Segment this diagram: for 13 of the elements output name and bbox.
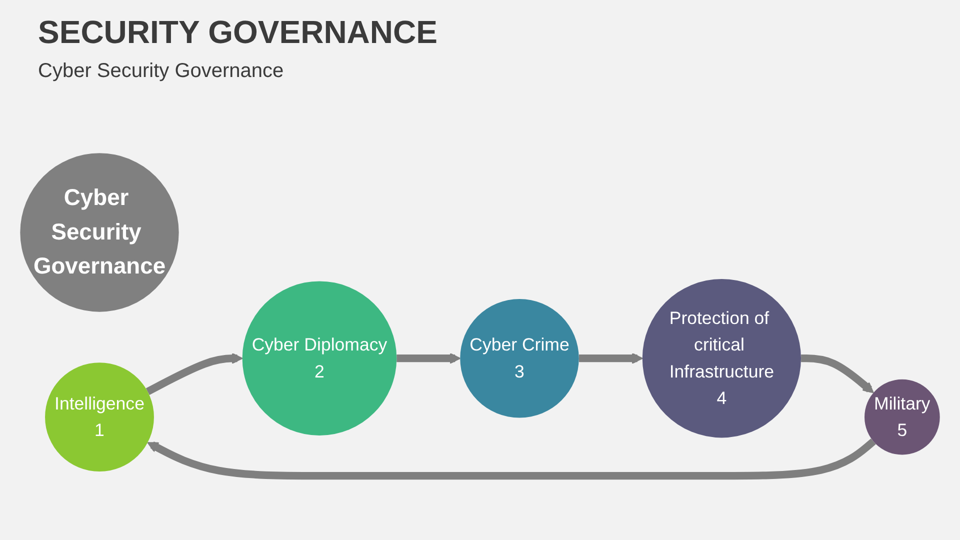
subtitle: Cyber Security Governance <box>38 60 284 83</box>
node-circle: Cyber Crime 3 <box>460 298 579 418</box>
node-circle: Intelligence 1 <box>45 362 154 472</box>
arrow <box>396 352 461 364</box>
arrow <box>801 354 874 393</box>
arrow <box>147 438 876 480</box>
arrow <box>146 352 243 395</box>
node-circle: Cyber Security Governance <box>20 152 179 312</box>
node-circle: Cyber Diplomacy 2 <box>242 280 397 436</box>
node-circle: Protection of critical Infrastructure 4 <box>642 278 802 438</box>
title: SECURITY GOVERNANCE <box>38 14 438 51</box>
node-circle: Military 5 <box>864 378 940 454</box>
arrow <box>578 352 643 364</box>
